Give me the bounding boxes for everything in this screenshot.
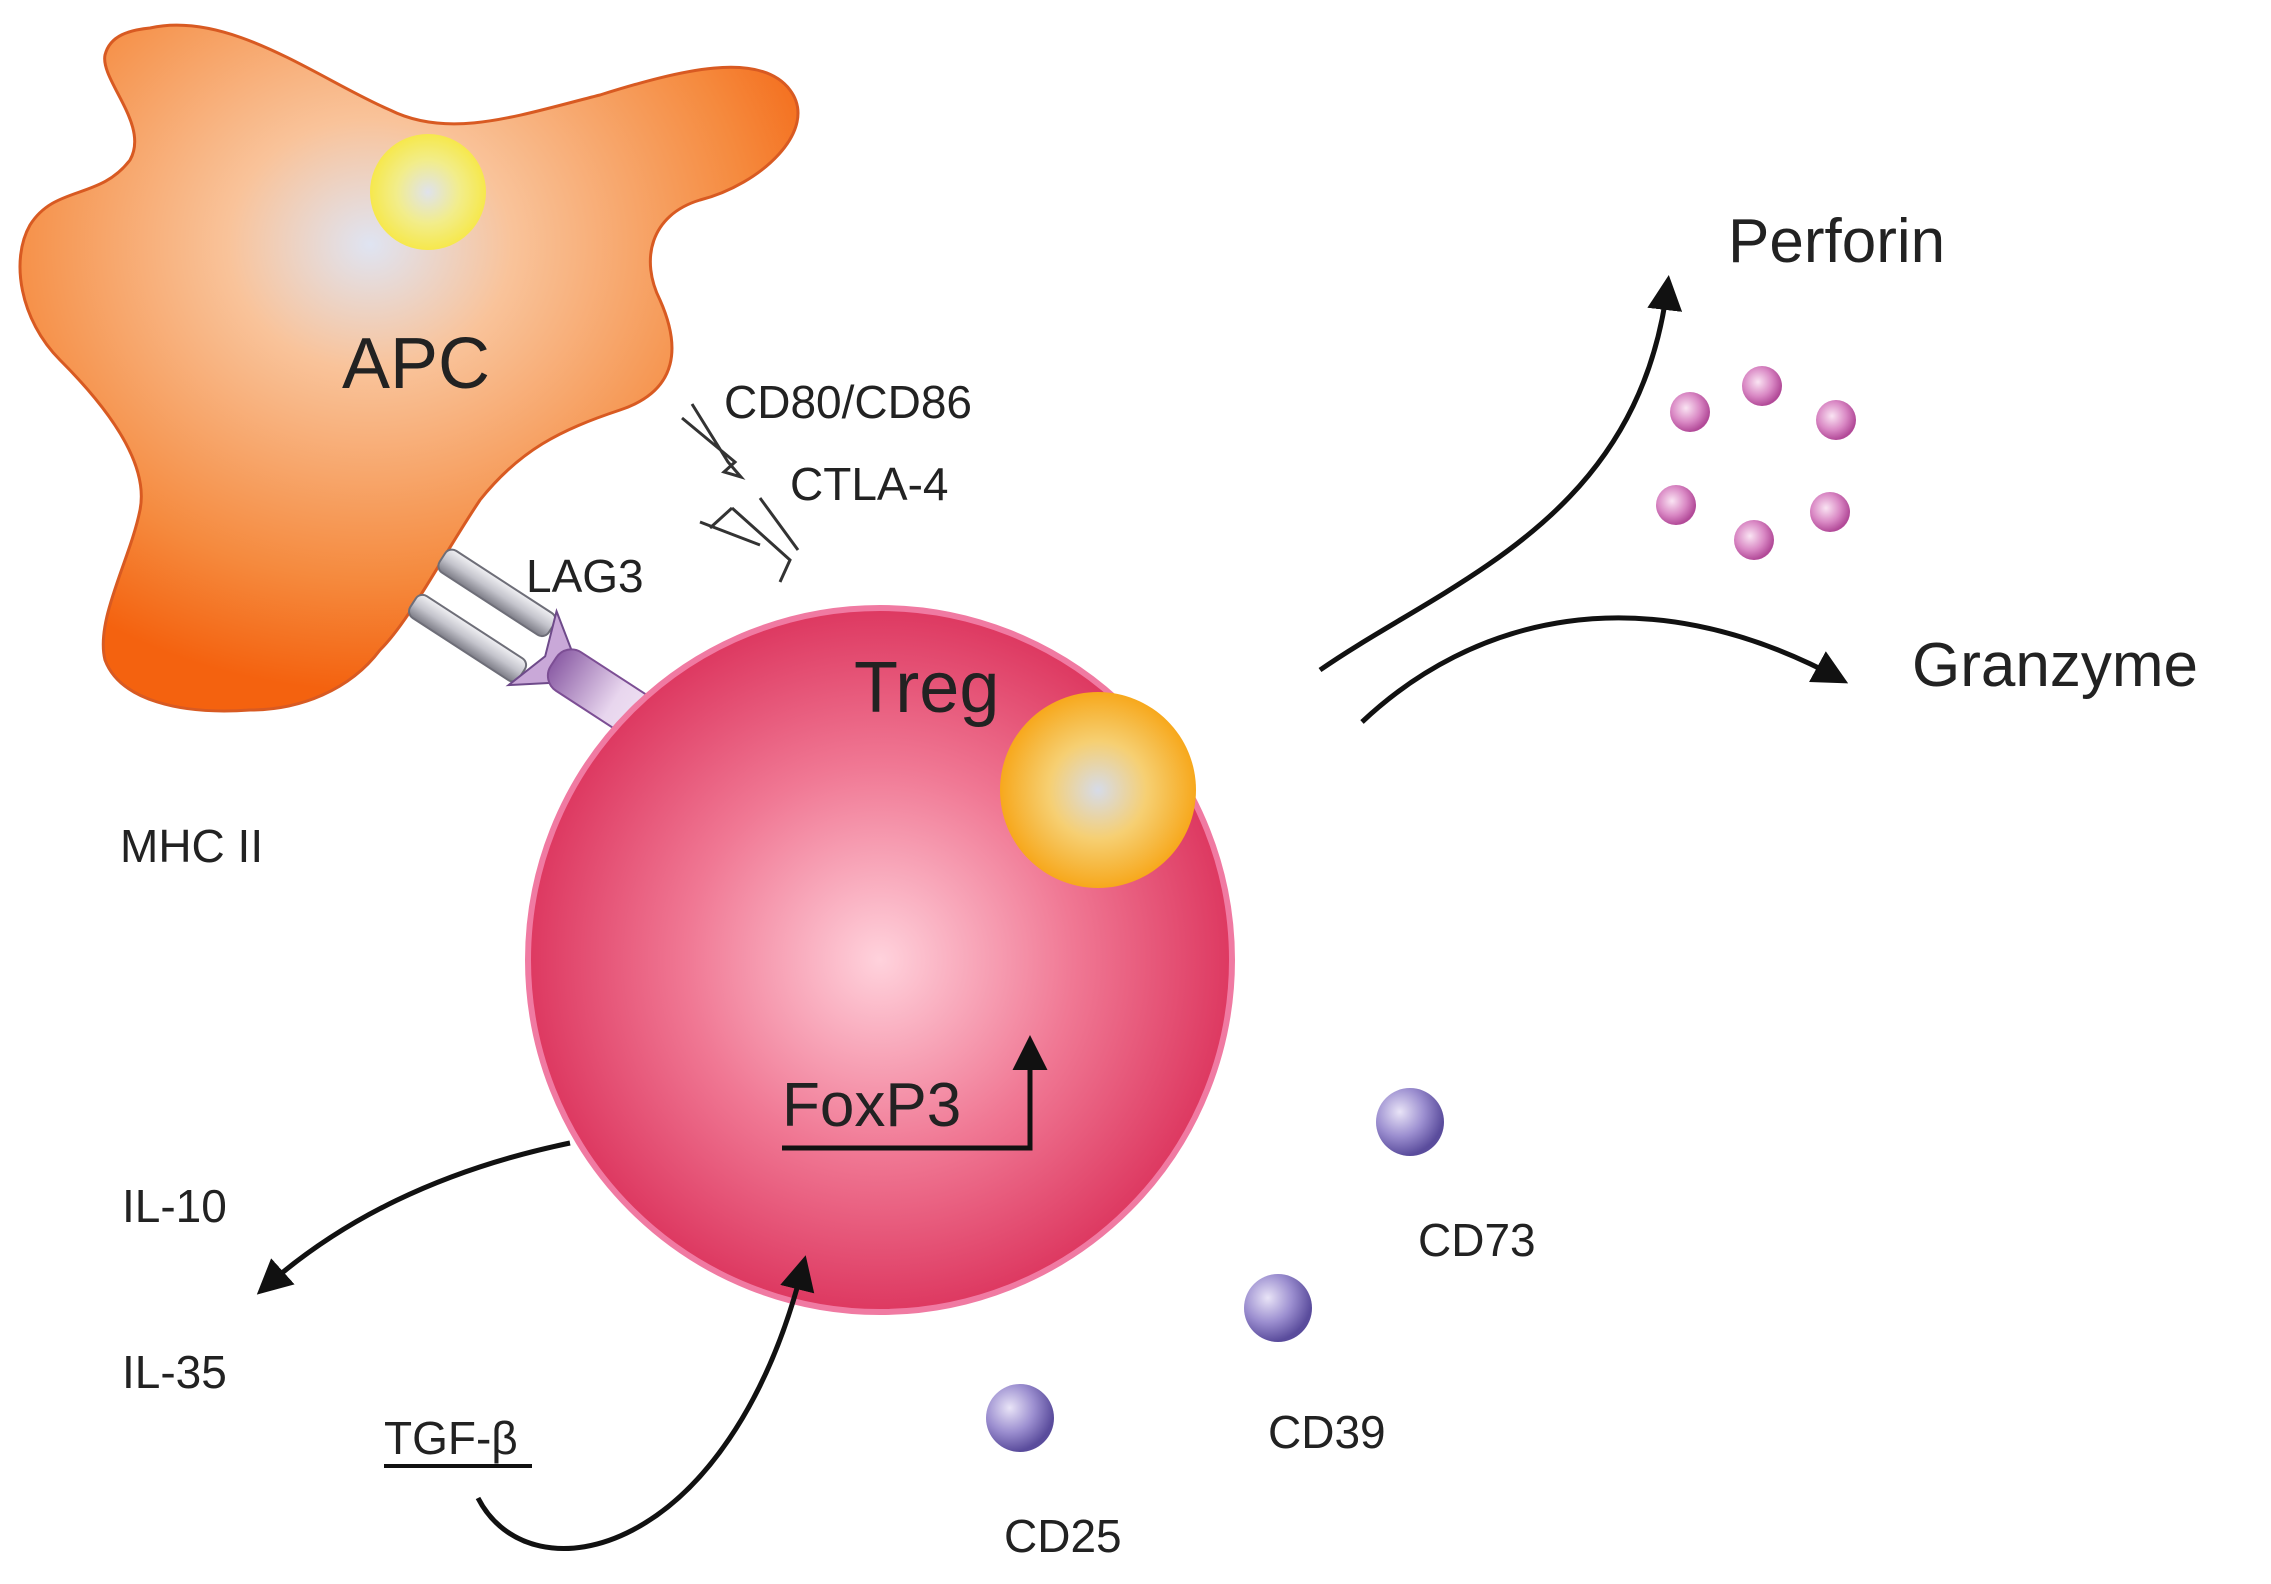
mhc-ii-label: MHC II (120, 820, 263, 872)
cd73-label: CD73 (1418, 1214, 1536, 1266)
arrow-from-tgfb (475, 1255, 815, 1551)
labels: APC Treg MHC II LAG3 CD80/CD86 CTLA-4 Pe… (120, 207, 2198, 1562)
cd80-ctla4-pair (681, 403, 800, 583)
arrows (256, 275, 1849, 1551)
granule (1734, 520, 1774, 560)
perforin-label: Perforin (1728, 207, 1945, 276)
cd80-cd86-label: CD80/CD86 (724, 376, 972, 428)
granzyme-label: Granzyme (1912, 631, 2198, 700)
cd25-label: CD25 (1004, 1510, 1122, 1562)
il10-label: IL-10 (122, 1180, 227, 1232)
granule (1810, 492, 1850, 532)
lag3-label: LAG3 (526, 550, 644, 602)
ctla4-label: CTLA-4 (790, 458, 948, 510)
foxp3-label: FoxP3 (782, 1071, 961, 1140)
granule (1742, 366, 1782, 406)
apc-label: APC (342, 324, 490, 404)
il35-label: IL-35 (122, 1346, 227, 1398)
cd39-label: CD39 (1268, 1406, 1386, 1458)
granule (1816, 400, 1856, 440)
cd25-marker (986, 1384, 1054, 1452)
arrow-to-il10-il35 (256, 1140, 571, 1295)
treg-nucleus (1000, 692, 1196, 888)
apc-cell (18, 23, 800, 713)
tgfb-label: TGF-β (384, 1412, 518, 1464)
granule (1670, 392, 1710, 432)
foxp3-upregulation-arrow (782, 1035, 1048, 1151)
treg-cell (525, 605, 1235, 1315)
apc-nucleus (370, 134, 486, 250)
arrow-to-perforin (1318, 275, 1683, 673)
treg-label: Treg (854, 648, 999, 728)
surface-markers (986, 1088, 1444, 1452)
perforin-granzyme-granules (1656, 366, 1856, 560)
cd73-marker (1376, 1088, 1444, 1156)
granule (1656, 485, 1696, 525)
cd39-marker (1244, 1274, 1312, 1342)
arrow-to-granzyme (1360, 615, 1849, 724)
